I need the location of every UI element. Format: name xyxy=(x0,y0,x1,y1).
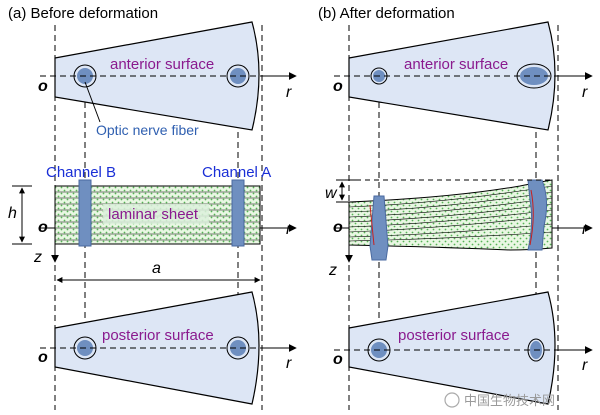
watermark-text: 中国生物技术网 xyxy=(464,393,555,408)
origin-label: o xyxy=(333,219,343,236)
h-dimension-label: h xyxy=(8,205,17,222)
laminar-sheet-before: laminar sheet Channel B Channel A o r z … xyxy=(8,164,297,283)
z-axis-label: z xyxy=(328,262,337,279)
anterior-surface-after: anterior surface o r xyxy=(333,21,593,131)
posterior-surface-before: posterior surface o r xyxy=(38,291,297,405)
r-axis-label: r xyxy=(582,221,588,238)
origin-label: o xyxy=(333,351,343,368)
anterior-surface-label: anterior surface xyxy=(404,56,508,73)
r-axis-label: r xyxy=(286,84,292,101)
posterior-surface-label: posterior surface xyxy=(398,327,510,344)
r-axis-label: r xyxy=(286,221,292,238)
panel-after: (b) After deformation anterior surface o… xyxy=(318,5,593,410)
laminar-sheet-after: o r z w xyxy=(325,179,593,279)
r-axis-label: r xyxy=(286,355,292,372)
watermark: 中国生物技术网 xyxy=(444,392,555,408)
anterior-surface-label: anterior surface xyxy=(110,56,214,73)
channel-a-label: Channel A xyxy=(202,164,271,181)
origin-label: o xyxy=(38,349,48,366)
posterior-surface-label: posterior surface xyxy=(102,327,214,344)
r-axis-label: r xyxy=(582,84,588,101)
a-dimension-label: a xyxy=(152,260,161,277)
z-axis-label: z xyxy=(33,249,42,266)
origin-label: o xyxy=(38,78,48,95)
origin-label: o xyxy=(38,219,48,236)
origin-label: o xyxy=(333,78,343,95)
panel-before: (a) Before deformation anterior surface … xyxy=(8,5,297,410)
laminar-sheet-label: laminar sheet xyxy=(108,206,199,223)
panel-title-before: (a) Before deformation xyxy=(8,5,158,22)
w-dimension-label: w xyxy=(325,185,338,202)
panel-title-after: (b) After deformation xyxy=(318,5,455,22)
r-axis-label: r xyxy=(582,357,588,374)
optic-nerve-fiber-label: Optic nerve fiber xyxy=(96,122,199,138)
posterior-surface-after: posterior surface o r xyxy=(333,291,593,405)
anterior-surface-before: anterior surface o r Optic nerve fiber xyxy=(38,21,297,138)
wechat-icon xyxy=(444,392,460,408)
channel-b-label: Channel B xyxy=(46,164,116,181)
